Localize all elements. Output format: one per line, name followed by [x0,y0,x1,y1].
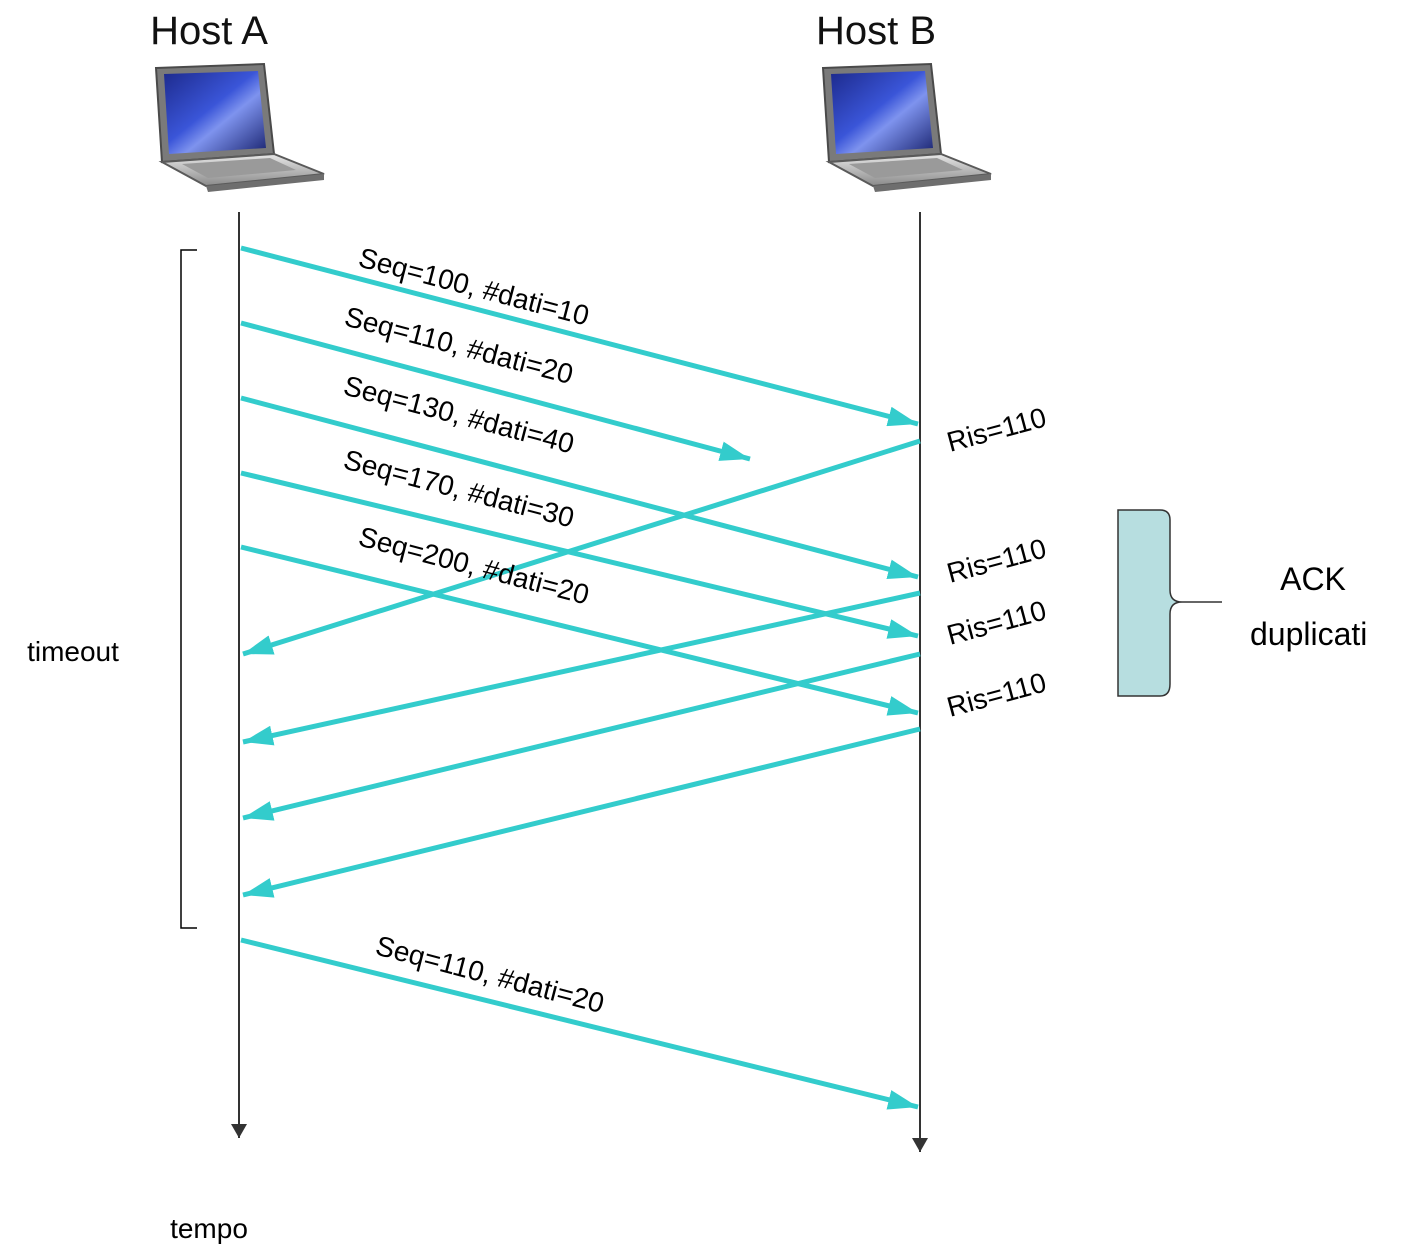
segment-arrow-seq200 [240,544,919,716]
segment-arrow-seq100 [240,245,919,427]
ack-label: Ris=110 [944,667,1050,723]
timeout-label: timeout [27,636,119,667]
ack-arrow-4 [242,726,921,898]
duplicate-ack-label-line1: ACK [1280,561,1346,597]
segment-label: Seq=200, #dati=20 [355,521,592,611]
segment-label: Seq=110, #dati=20 [372,930,607,1019]
ack-arrow-3 [242,651,921,821]
ack-arrow-1 [242,438,921,657]
host-a-title: Host A [150,9,268,53]
segment-arrow-seq110-retransmit [240,937,919,1110]
ack-arrow-2 [242,590,921,746]
time-axis-label: tempo [170,1213,248,1244]
laptop-icon [154,62,325,192]
host-b-title: Host B [816,9,936,53]
segment-arrow-seq130 [240,395,919,580]
ack-label: Ris=110 [944,595,1050,651]
segment-arrow-seq170 [240,470,919,639]
segment-arrow-seq110-lost [240,320,751,462]
laptop-icon [821,62,992,192]
duplicate-ack-brace [1117,509,1222,697]
ack-label: Ris=110 [944,402,1050,458]
ack-label: Ris=110 [944,533,1050,589]
duplicate-ack-label-line2: duplicati [1250,616,1367,652]
timeout-bracket [180,249,197,929]
